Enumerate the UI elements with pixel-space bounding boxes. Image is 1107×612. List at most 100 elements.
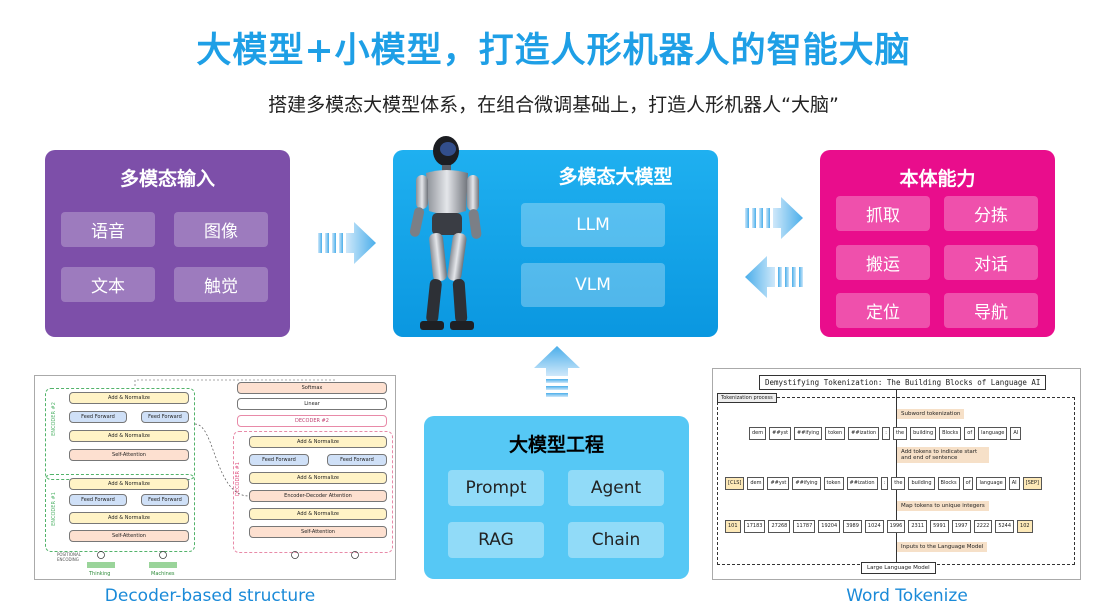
token-chip: ##yst: [767, 477, 790, 490]
token-chip: 3989: [843, 520, 862, 533]
word-embedding-2: [149, 562, 177, 568]
model-panel-title: 多模态大模型: [558, 166, 673, 188]
engineering-panel-title: 大模型工程: [508, 434, 604, 456]
dec-enc-dec-attention: Encoder-Decoder Attention: [249, 490, 387, 502]
dec-feed-forward-2: Feed Forward: [327, 454, 387, 466]
token-chip: of: [962, 477, 974, 490]
token-chip: ##ifying: [792, 477, 821, 490]
model-chip-llm: LLM: [521, 203, 665, 247]
enc1-add-norm-bottom: Add & Normalize: [69, 512, 189, 524]
linear-block: Linear: [237, 398, 387, 410]
token-chip: [SEP]: [1022, 477, 1042, 490]
softmax-block: Softmax: [237, 382, 387, 394]
ability-panel-title: 本体能力: [899, 168, 976, 190]
input-chip-image: 图像: [174, 212, 268, 247]
dec-self-attention: Self-Attention: [249, 526, 387, 538]
token-chip: ##ization: [848, 427, 880, 440]
token-chip: building: [910, 427, 937, 440]
right-arrow-icon: [318, 222, 376, 264]
decoder-caption: Decoder-based structure: [104, 586, 316, 606]
engineering-panel: 大模型工程 Prompt Agent RAG Chain: [424, 416, 689, 579]
enc2-feed-forward-2: Feed Forward: [141, 411, 189, 423]
step-inputs-label: Inputs to the Language Model: [897, 542, 988, 552]
llm-box: Large Language Model: [861, 562, 936, 574]
token-chip: token: [825, 427, 846, 440]
eng-chip-chain: Chain: [568, 522, 664, 558]
input-panel-title: 多模态输入: [119, 168, 215, 190]
step-subword-label: Subword tokenization: [897, 409, 965, 419]
token-chip: :: [880, 477, 889, 490]
enc2-feed-forward-1: Feed Forward: [69, 411, 127, 423]
token-chip: 101: [725, 520, 741, 533]
enc1-self-attention: Self-Attention: [69, 530, 189, 542]
multimodal-input-panel: 多模态输入 语音 图像 文本 触觉: [45, 150, 290, 337]
positional-encoding-label: POSITIONAL ENCODING: [57, 552, 82, 562]
token-chip: [CLS]: [725, 477, 745, 490]
enc2-self-attention: Self-Attention: [69, 449, 189, 461]
encoder-1-frame: [45, 474, 195, 552]
dec-add-norm-3: Add & Normalize: [249, 508, 387, 520]
page-subtitle: 搭建多模态大模型体系，在组合微调基础上，打造人形机器人“大脑”: [268, 94, 839, 116]
step-map-ints-label: Map tokens to unique integers: [897, 501, 989, 511]
tokenize-figure-title: Demystifying Tokenization: The Building …: [759, 375, 1047, 390]
token-chip: the: [891, 477, 906, 490]
token-chip: :: [882, 427, 890, 440]
enc1-feed-forward-1: Feed Forward: [69, 494, 127, 506]
left-arrow-icon: [745, 256, 803, 298]
token-chip: building: [908, 477, 935, 490]
word-thinking: Thinking: [89, 571, 111, 577]
token-chip: dem: [747, 477, 765, 490]
token-chip: 2222: [973, 520, 993, 533]
enc2-add-norm-bottom: Add & Normalize: [69, 430, 189, 442]
humanoid-robot-image: [409, 136, 482, 330]
up-arrow-icon: [534, 346, 580, 397]
ability-chip-grasp: 抓取: [836, 196, 930, 231]
token-chip: 2311: [908, 520, 928, 533]
ability-panel: 本体能力 抓取 分拣 搬运 对话 定位 导航: [820, 150, 1055, 337]
token-chip: AI: [1010, 427, 1022, 440]
input-chip-text: 文本: [61, 267, 155, 302]
ability-chip-sort: 分拣: [944, 196, 1038, 231]
token-chip: 1996: [886, 520, 906, 533]
token-chip: language: [978, 427, 1008, 440]
token-chip: dem: [749, 427, 767, 440]
token-chip: language: [976, 477, 1006, 490]
token-chip: 27268: [768, 520, 791, 533]
token-chip: 11787: [793, 520, 816, 533]
dec-add-norm-2: Add & Normalize: [249, 472, 387, 484]
token-chip: 5244: [995, 520, 1015, 533]
token-chip: ##yst: [769, 427, 792, 440]
decoder-2-block: DECODER #2: [237, 415, 387, 427]
eng-chip-rag: RAG: [448, 522, 544, 558]
decoder-connector-lines: [97, 379, 359, 559]
token-chip: ##ifying: [794, 427, 823, 440]
ability-chip-locate: 定位: [836, 293, 930, 328]
token-chip: of: [964, 427, 976, 440]
decoder-structure-figure: ENCODER #2 Add & Normalize Feed Forward …: [34, 375, 396, 580]
eng-chip-prompt: Prompt: [448, 470, 544, 506]
input-chip-voice: 语音: [61, 212, 155, 247]
token-chip: token: [823, 477, 844, 490]
tokenize-figure: Demystifying Tokenization: The Building …: [712, 368, 1081, 580]
token-chip: ##ization: [846, 477, 878, 490]
enc2-add-norm-top: Add & Normalize: [69, 392, 189, 404]
tokenize-caption: Word Tokenize: [846, 586, 968, 606]
token-chip: Blocks: [937, 477, 960, 490]
step-add-tokens-label: Add tokens to indicate start and end of …: [897, 447, 989, 463]
input-chip-touch: 触觉: [174, 267, 268, 302]
model-chip-vlm: VLM: [521, 263, 665, 307]
token-chip: 17183: [743, 520, 766, 533]
multimodal-model-panel: 多模态大模型 LLM VLM: [393, 150, 718, 337]
token-chip: 1024: [864, 520, 884, 533]
token-chip: the: [892, 427, 908, 440]
token-chip: AI: [1008, 477, 1020, 490]
word-machines: Machines: [151, 571, 175, 577]
word-embedding-1: [87, 562, 115, 568]
enc1-add-norm-top: Add & Normalize: [69, 478, 189, 490]
token-chip: 5991: [930, 520, 949, 533]
ability-chip-dialogue: 对话: [944, 245, 1038, 280]
dec-feed-forward-1: Feed Forward: [249, 454, 309, 466]
